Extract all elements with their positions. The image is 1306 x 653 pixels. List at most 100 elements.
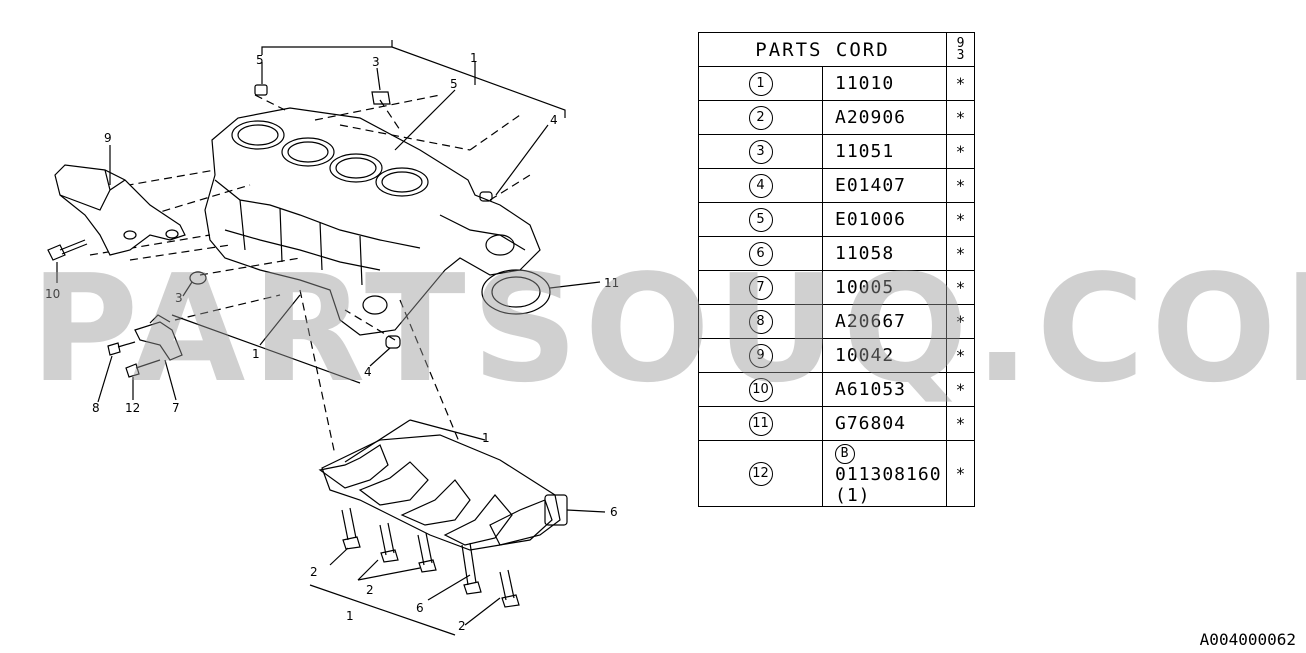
table-row[interactable]: 3 11051 * (698, 134, 975, 169)
table-row[interactable]: 8 A20667 * (698, 304, 975, 339)
callout-7: 7 (172, 401, 180, 415)
applicability-mark: * (946, 134, 975, 169)
callout-1-top: 1 (470, 51, 478, 65)
applicability-mark: * (946, 100, 975, 135)
applicability-mark: * (946, 202, 975, 237)
table-row[interactable]: 12 B011308160 (1)* (698, 440, 975, 507)
part-code: 11058 (822, 236, 947, 271)
applicability-mark: * (946, 406, 975, 441)
row-number: 7 (698, 270, 823, 305)
applicability-mark: * (946, 440, 975, 507)
part-code-text: 10005 (835, 277, 895, 298)
table-header-row: PARTS CORD 9 3 (698, 32, 975, 67)
circled-number: 6 (748, 241, 773, 266)
row-number: 12 (698, 440, 823, 507)
applicability-mark: * (946, 304, 975, 339)
row-number: 1 (698, 66, 823, 101)
row-number: 5 (698, 202, 823, 237)
part-code: A61053 (822, 372, 947, 407)
part-code-text: E01407 (835, 175, 907, 196)
part-code-text: 11010 (835, 73, 895, 94)
row-number: 11 (698, 406, 823, 441)
part-code-text: A20906 (835, 107, 907, 128)
applicability-mark: * (946, 372, 975, 407)
applicability-mark: * (946, 236, 975, 271)
part-code: E01407 (822, 168, 947, 203)
part-code-text: 10042 (835, 345, 895, 366)
circled-number: 11 (748, 411, 773, 436)
circled-number: 1 (748, 71, 773, 96)
circled-number: 8 (748, 309, 773, 334)
callout-3-left: 3 (175, 291, 183, 305)
table-row[interactable]: 9 10042 * (698, 338, 975, 373)
part-code: 11051 (822, 134, 947, 169)
callout-6-lower: 6 (416, 601, 424, 615)
table-row[interactable]: 7 10005 * (698, 270, 975, 305)
row-number: 4 (698, 168, 823, 203)
part-code-text: A61053 (835, 379, 907, 400)
circled-number: 4 (748, 173, 773, 198)
circled-number: 7 (748, 275, 773, 300)
part-code-text: A20667 (835, 311, 907, 332)
applicability-mark: * (946, 270, 975, 305)
table-row[interactable]: 10 A61053 * (698, 372, 975, 407)
callout-4-lower: 4 (364, 365, 372, 379)
callout-12: 12 (125, 401, 140, 415)
part-code-text: 011308160 (1) (835, 464, 942, 506)
circled-number: 5 (748, 207, 773, 232)
table-row[interactable]: 2 A20906 * (698, 100, 975, 135)
table-title: PARTS CORD (698, 32, 947, 67)
row-number: 9 (698, 338, 823, 373)
table-row[interactable]: 1 11010 * (698, 66, 975, 101)
callout-labels: 5 3 1 5 4 9 10 3 1 4 11 8 12 7 1 6 2 2 6… (45, 51, 619, 633)
part-code: 11010 (822, 66, 947, 101)
row-number: 10 (698, 372, 823, 407)
part-code-text: 11051 (835, 141, 895, 162)
callout-4-right: 4 (550, 113, 558, 127)
callout-5-right: 5 (450, 77, 458, 91)
callout-2-mid: 2 (366, 583, 374, 597)
circled-number: 2 (748, 105, 773, 130)
table-row[interactable]: 4 E01407 * (698, 168, 975, 203)
circled-number: 12 (748, 461, 773, 486)
parts-table-body: 1 11010 * 2 A20906 * 3 11051 * 4 E01407 * 5 E01006 * 6 1… (698, 66, 975, 507)
exploded-parts-diagram: 5 3 1 5 4 9 10 3 1 4 11 8 12 7 1 6 2 2 6… (45, 40, 619, 636)
callout-5-top: 5 (256, 53, 264, 67)
part-code-text: E01006 (835, 209, 907, 230)
part-code: G76804 (822, 406, 947, 441)
table-row[interactable]: 11 G76804 * (698, 406, 975, 441)
year-column-header: 9 3 (946, 32, 975, 67)
part-code-text: 11058 (835, 243, 895, 264)
callout-2-bottom: 2 (458, 619, 466, 633)
row-number: 8 (698, 304, 823, 339)
row-number: 6 (698, 236, 823, 271)
callout-2-left: 2 (310, 565, 318, 579)
part-code: A20906 (822, 100, 947, 135)
part-code: 10042 (822, 338, 947, 373)
callout-9: 9 (104, 131, 112, 145)
applicability-mark: * (946, 66, 975, 101)
applicability-mark: * (946, 338, 975, 373)
table-row[interactable]: 5 E01006 * (698, 202, 975, 237)
part-code-text: G76804 (835, 413, 907, 434)
callout-1-lower: 1 (482, 431, 490, 445)
circled-number: 10 (748, 377, 773, 402)
table-row[interactable]: 6 11058 * (698, 236, 975, 271)
circled-number: 9 (748, 343, 773, 368)
callout-6-right: 6 (610, 505, 618, 519)
callout-3-top: 3 (372, 55, 380, 69)
callout-11: 11 (604, 276, 619, 290)
row-number: 2 (698, 100, 823, 135)
part-code: 10005 (822, 270, 947, 305)
row-number: 3 (698, 134, 823, 169)
circled-number: 3 (748, 139, 773, 164)
applicability-mark: * (946, 168, 975, 203)
bolt-prefix-mark: B (835, 444, 855, 464)
reference-code: A004000062 (1199, 630, 1296, 649)
callout-1-mid: 1 (252, 347, 260, 361)
callout-8: 8 (92, 401, 100, 415)
callout-1-bottom: 1 (346, 609, 354, 623)
callout-10: 10 (45, 287, 60, 301)
part-code: E01006 (822, 202, 947, 237)
